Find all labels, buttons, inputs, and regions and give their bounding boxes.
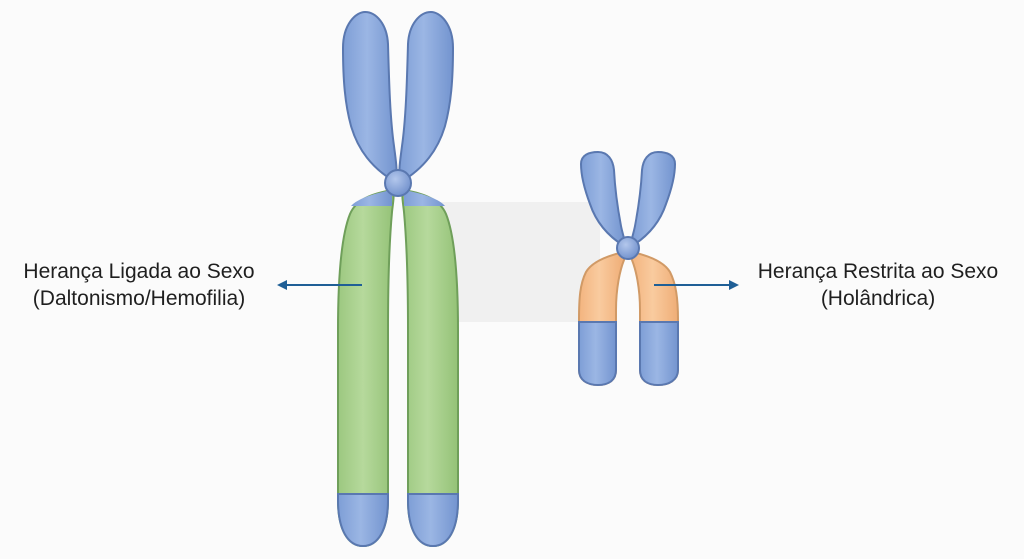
y-chromosome-centromere xyxy=(616,236,640,260)
x-chromosome-lower-left-chromatid xyxy=(337,188,395,548)
label-left-line2: (Daltonismo/Hemofilia) xyxy=(32,287,246,310)
y-chromosome-lower-right-blue-cap xyxy=(639,321,679,387)
x-chromosome-lower-left-blue-cap xyxy=(337,493,389,548)
x-chromosome-lower-right-chromatid xyxy=(401,188,459,548)
label-sex-linked-inheritance: Herança Ligada ao Sexo (Daltonismo/Hemof… xyxy=(4,258,274,312)
y-chromosome-upper-left-arm xyxy=(579,150,626,248)
homologous-region-band xyxy=(440,202,600,322)
y-chromosome-upper-right-arm xyxy=(630,150,677,248)
x-chromosome-centromere xyxy=(384,169,412,197)
x-chromosome-lower-left-blue-collar xyxy=(351,190,392,206)
x-chromosome-lower-right-blue-cap xyxy=(407,493,459,548)
x-chromosome-lower-right-blue-collar xyxy=(404,190,445,206)
x-chromosome xyxy=(337,10,459,548)
label-right-line2: (Holândrica) xyxy=(820,287,936,310)
x-chromosome-upper-right-arm xyxy=(398,10,455,184)
x-chromosome-upper-left-arm xyxy=(341,10,398,184)
label-left-line1: Herança Ligada ao Sexo xyxy=(23,260,255,283)
y-chromosome-lower-left-blue-cap xyxy=(578,321,617,387)
label-sex-restricted-inheritance: Herança Restrita ao Sexo (Holândrica) xyxy=(734,258,1022,312)
label-right-line1: Herança Restrita ao Sexo xyxy=(757,260,999,283)
y-chromosome xyxy=(578,150,679,387)
